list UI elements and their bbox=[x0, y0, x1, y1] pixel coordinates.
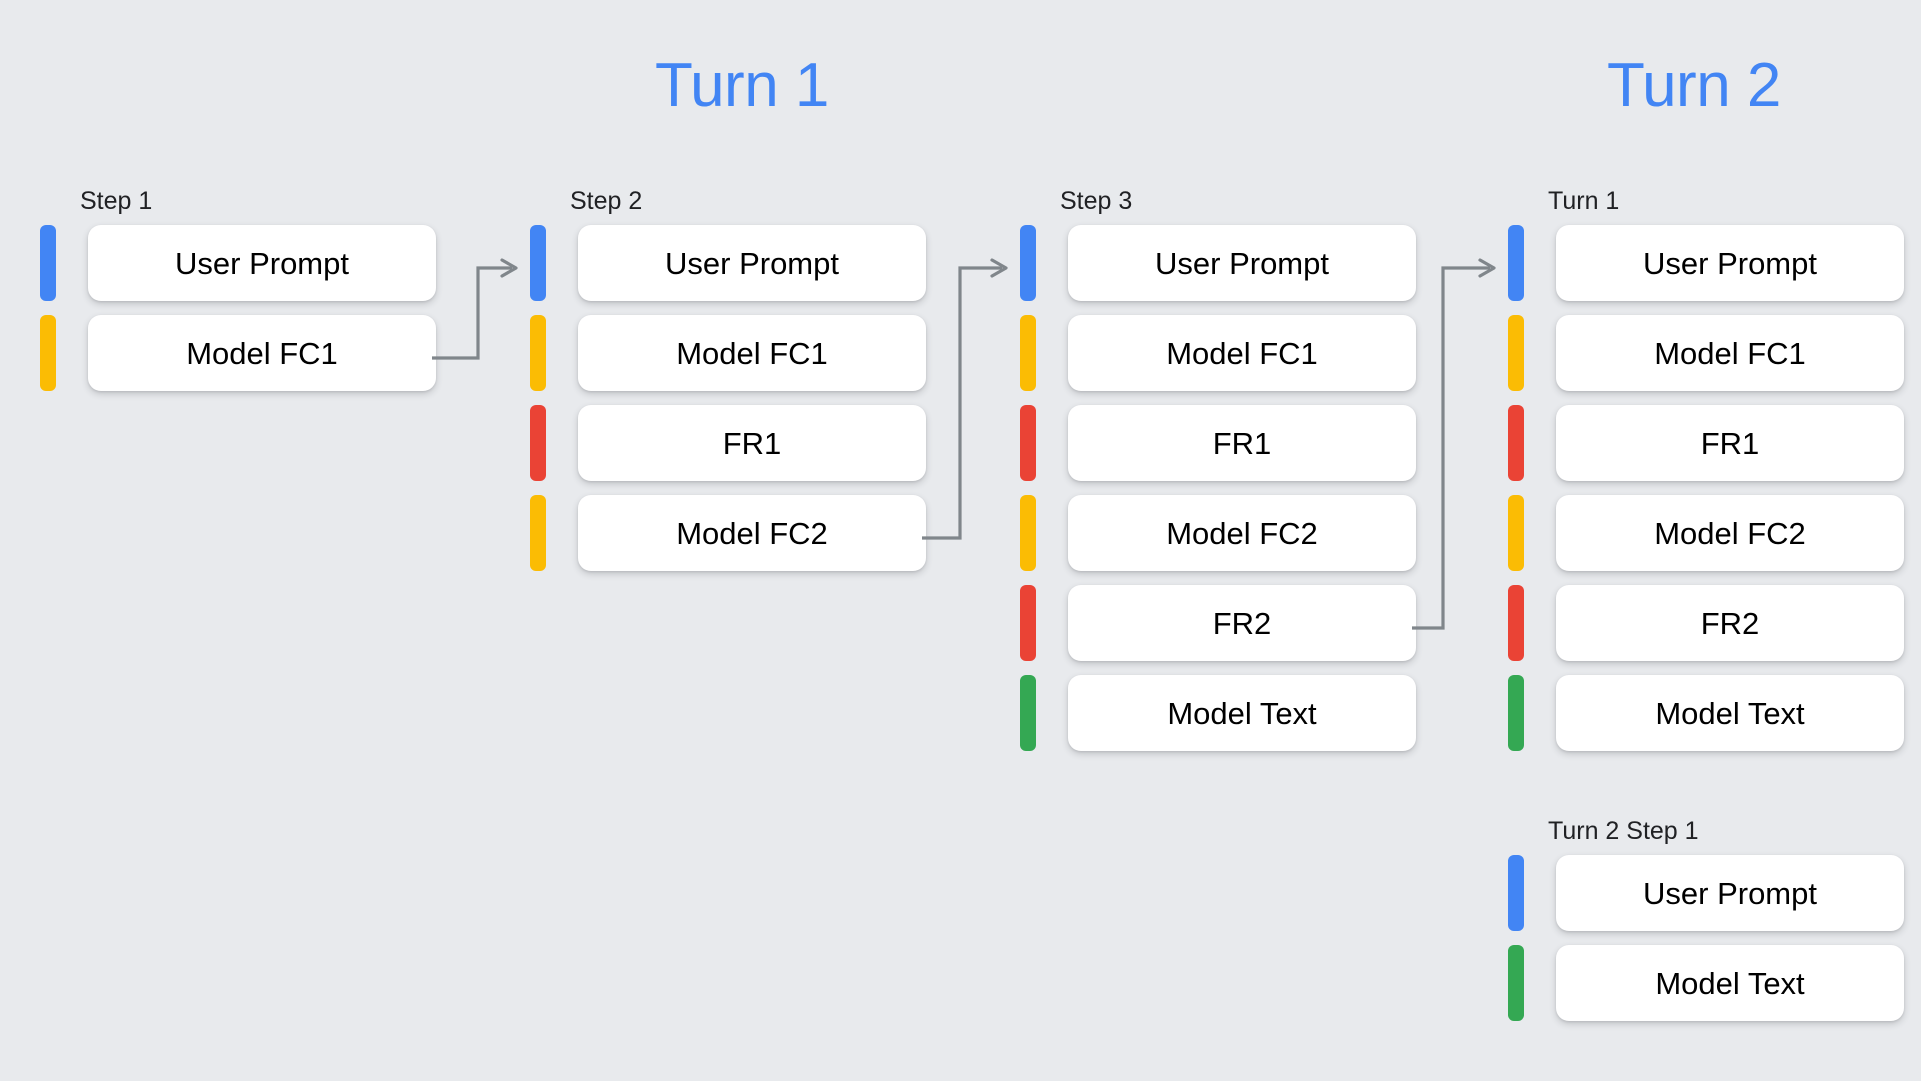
card-step-1-2[interactable]: Model FC1 bbox=[88, 315, 436, 391]
green-bar-icon bbox=[1508, 945, 1524, 1021]
red-bar-icon bbox=[1508, 585, 1524, 661]
column-label-turn-2-turn-1: Turn 1 bbox=[1548, 187, 1620, 215]
card-turn-2-turn-1-3[interactable]: FR1 bbox=[1556, 405, 1904, 481]
yellow-bar-icon bbox=[530, 315, 546, 391]
blue-bar-icon bbox=[40, 225, 56, 301]
row-turn-2-step-1-1: User Prompt bbox=[1508, 855, 1904, 931]
yellow-bar-icon bbox=[1020, 495, 1036, 571]
row-step-3-1: User Prompt bbox=[1020, 225, 1416, 301]
card-turn-2-turn-1-6[interactable]: Model Text bbox=[1556, 675, 1904, 751]
card-turn-2-turn-1-4[interactable]: Model FC2 bbox=[1556, 495, 1904, 571]
card-label: Model Text bbox=[1655, 695, 1805, 731]
card-label: Model FC1 bbox=[676, 335, 828, 371]
card-label: Model Text bbox=[1167, 695, 1317, 731]
card-turn-2-step-1-2[interactable]: Model Text bbox=[1556, 945, 1904, 1021]
row-turn-2-turn-1-5: FR2 bbox=[1508, 585, 1904, 661]
card-label: FR2 bbox=[1212, 605, 1272, 641]
card-turn-2-turn-1-1[interactable]: User Prompt bbox=[1556, 225, 1904, 301]
green-bar-icon bbox=[1020, 675, 1036, 751]
row-step-3-4: Model FC2 bbox=[1020, 495, 1416, 571]
yellow-bar-icon bbox=[530, 495, 546, 571]
row-turn-2-step-1-2: Model Text bbox=[1508, 945, 1904, 1021]
yellow-bar-icon bbox=[1020, 315, 1036, 391]
row-step-3-6: Model Text bbox=[1020, 675, 1416, 751]
arrowhead-icon-step2-to-step3 bbox=[990, 258, 1008, 278]
card-step-2-4[interactable]: Model FC2 bbox=[578, 495, 926, 571]
connector-line-step3-to-turn2 bbox=[1412, 266, 1490, 630]
arrowhead-icon-step1-to-step2 bbox=[500, 258, 518, 278]
yellow-bar-icon bbox=[1508, 495, 1524, 571]
card-step-2-2[interactable]: Model FC1 bbox=[578, 315, 926, 391]
row-step-3-3: FR1 bbox=[1020, 405, 1416, 481]
arrowhead-icon-step3-to-turn2 bbox=[1478, 258, 1496, 278]
card-label: User Prompt bbox=[1643, 245, 1817, 281]
card-label: User Prompt bbox=[1155, 245, 1329, 281]
red-bar-icon bbox=[1020, 405, 1036, 481]
row-step-2-1: User Prompt bbox=[530, 225, 926, 301]
card-turn-2-step-1-1[interactable]: User Prompt bbox=[1556, 855, 1904, 931]
card-step-3-3[interactable]: FR1 bbox=[1068, 405, 1416, 481]
card-turn-2-turn-1-5[interactable]: FR2 bbox=[1556, 585, 1904, 661]
turn-1-heading: Turn 1 bbox=[655, 51, 829, 120]
row-step-3-2: Model FC1 bbox=[1020, 315, 1416, 391]
card-label: FR1 bbox=[1700, 425, 1760, 461]
blue-bar-icon bbox=[1020, 225, 1036, 301]
card-step-1-1[interactable]: User Prompt bbox=[88, 225, 436, 301]
card-step-3-6[interactable]: Model Text bbox=[1068, 675, 1416, 751]
card-step-3-4[interactable]: Model FC2 bbox=[1068, 495, 1416, 571]
row-step-1-1: User Prompt bbox=[40, 225, 436, 301]
row-turn-2-turn-1-3: FR1 bbox=[1508, 405, 1904, 481]
card-label: Model FC2 bbox=[1654, 515, 1806, 551]
card-label: Model FC2 bbox=[676, 515, 828, 551]
row-turn-2-turn-1-2: Model FC1 bbox=[1508, 315, 1904, 391]
column-label-turn-2-step-1: Turn 2 Step 1 bbox=[1548, 817, 1699, 845]
card-step-2-1[interactable]: User Prompt bbox=[578, 225, 926, 301]
card-label: FR1 bbox=[1212, 425, 1272, 461]
connector-line-step2-to-step3 bbox=[922, 266, 1002, 540]
blue-bar-icon bbox=[1508, 855, 1524, 931]
card-turn-2-turn-1-2[interactable]: Model FC1 bbox=[1556, 315, 1904, 391]
card-step-3-1[interactable]: User Prompt bbox=[1068, 225, 1416, 301]
yellow-bar-icon bbox=[1508, 315, 1524, 391]
card-label: FR2 bbox=[1700, 605, 1760, 641]
card-label: Model FC1 bbox=[186, 335, 338, 371]
card-step-2-3[interactable]: FR1 bbox=[578, 405, 926, 481]
row-step-2-3: FR1 bbox=[530, 405, 926, 481]
turn-2-heading: Turn 2 bbox=[1607, 51, 1781, 120]
card-label: Model FC1 bbox=[1166, 335, 1318, 371]
column-label-step-2: Step 2 bbox=[570, 187, 643, 215]
yellow-bar-icon bbox=[40, 315, 56, 391]
row-turn-2-turn-1-4: Model FC2 bbox=[1508, 495, 1904, 571]
blue-bar-icon bbox=[1508, 225, 1524, 301]
row-step-1-2: Model FC1 bbox=[40, 315, 436, 391]
row-turn-2-turn-1-6: Model Text bbox=[1508, 675, 1904, 751]
card-label: Model FC1 bbox=[1654, 335, 1806, 371]
column-label-step-3: Step 3 bbox=[1060, 187, 1133, 215]
row-step-2-2: Model FC1 bbox=[530, 315, 926, 391]
card-label: FR1 bbox=[722, 425, 782, 461]
card-label: User Prompt bbox=[175, 245, 349, 281]
row-step-2-4: Model FC2 bbox=[530, 495, 926, 571]
green-bar-icon bbox=[1508, 675, 1524, 751]
card-label: Model Text bbox=[1655, 965, 1805, 1001]
card-label: User Prompt bbox=[1643, 875, 1817, 911]
row-step-3-5: FR2 bbox=[1020, 585, 1416, 661]
blue-bar-icon bbox=[530, 225, 546, 301]
card-step-3-2[interactable]: Model FC1 bbox=[1068, 315, 1416, 391]
connector-line-step1-to-step2 bbox=[432, 266, 512, 360]
red-bar-icon bbox=[1020, 585, 1036, 661]
card-label: User Prompt bbox=[665, 245, 839, 281]
column-label-step-1: Step 1 bbox=[80, 187, 153, 215]
red-bar-icon bbox=[1508, 405, 1524, 481]
red-bar-icon bbox=[530, 405, 546, 481]
card-label: Model FC2 bbox=[1166, 515, 1318, 551]
card-step-3-5[interactable]: FR2 bbox=[1068, 585, 1416, 661]
row-turn-2-turn-1-1: User Prompt bbox=[1508, 225, 1904, 301]
